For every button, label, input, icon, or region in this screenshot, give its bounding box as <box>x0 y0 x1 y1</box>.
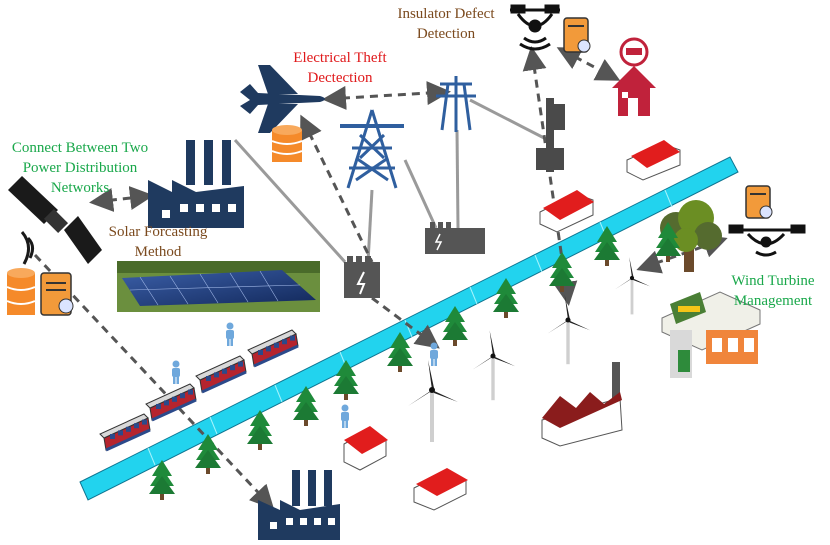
server-icon <box>745 185 773 219</box>
factory-icon <box>148 140 244 228</box>
people <box>172 322 438 428</box>
electrical-theft-label: Electrical Theft Dectection <box>270 48 410 88</box>
electrical-theft-line-1: Electrical Theft <box>293 50 387 66</box>
tree-icon <box>442 306 468 346</box>
server-icon <box>563 17 591 53</box>
server-icon <box>40 272 74 316</box>
train-icon <box>145 383 197 422</box>
connect-networks-line-2: Power Distribution <box>22 160 138 176</box>
drone-icon <box>728 224 806 257</box>
tree-icon <box>333 360 359 400</box>
house-icon <box>612 37 656 116</box>
tree-icon <box>549 252 575 292</box>
wind-turbine-line-2: Management <box>733 293 813 309</box>
satellite-icon <box>8 176 102 265</box>
wind-turbine-icon <box>547 294 591 365</box>
utility-pole-icon <box>536 98 565 172</box>
solar-panel-icon <box>117 261 320 312</box>
solar-forecasting-line-1: Solar Forcasting <box>108 224 208 240</box>
transmission-tower-icon <box>340 109 404 189</box>
tree-icon <box>293 386 319 426</box>
train-icon <box>99 413 151 452</box>
person-icon <box>341 404 349 428</box>
insulator-defect-line-2: Detection <box>416 26 476 42</box>
wind-turbine-icon <box>472 330 516 401</box>
connect-networks-label: Connect Between Two Power Distribution N… <box>0 138 160 198</box>
gas-station-icon <box>661 291 761 378</box>
utility-pole-icon <box>436 76 476 132</box>
insulator-defect-line-1: Insulator Defect <box>397 6 495 22</box>
solar-forecasting-label: Solar Forcasting Method <box>96 222 220 262</box>
database-icon <box>6 268 36 315</box>
tree-icon <box>247 410 273 450</box>
wind-turbine-label: Wind Turbine Management <box>718 271 828 311</box>
tree-icon <box>594 226 620 266</box>
house-icon <box>413 468 468 511</box>
house-icon <box>539 190 594 233</box>
electrical-theft-line-2: Dectection <box>307 70 373 86</box>
power-wires <box>233 98 549 264</box>
tree-icon <box>387 332 413 372</box>
factory-icon <box>258 470 340 540</box>
tree-icon <box>149 460 175 500</box>
tree-icon <box>493 278 519 318</box>
transformer-icon <box>425 222 485 254</box>
person-icon <box>226 322 234 346</box>
connect-networks-line-3: Networks <box>50 180 110 196</box>
tree-icon <box>655 222 681 262</box>
wind-turbine-icon <box>408 360 458 442</box>
wind-turbine-line-1: Wind Turbine <box>731 273 815 289</box>
house-icon <box>343 426 388 471</box>
connect-networks-line-1: Connect Between Two <box>11 140 149 156</box>
solar-forecasting-line-2: Method <box>134 244 182 260</box>
train-icon <box>195 355 247 394</box>
factory-icon <box>541 362 623 447</box>
database-icon <box>271 125 303 162</box>
trees <box>149 222 681 500</box>
airplane-icon <box>240 65 325 133</box>
person-icon <box>172 360 180 384</box>
tree-icon <box>195 434 221 474</box>
insulator-defect-label: Insulator Defect Detection <box>384 4 508 44</box>
tree-icon <box>660 200 722 272</box>
drone-icon <box>510 4 560 51</box>
house-icon <box>626 140 681 181</box>
transformer-icon <box>344 256 380 298</box>
trains <box>99 329 299 452</box>
train-icon <box>247 329 299 368</box>
person-icon <box>430 342 438 366</box>
